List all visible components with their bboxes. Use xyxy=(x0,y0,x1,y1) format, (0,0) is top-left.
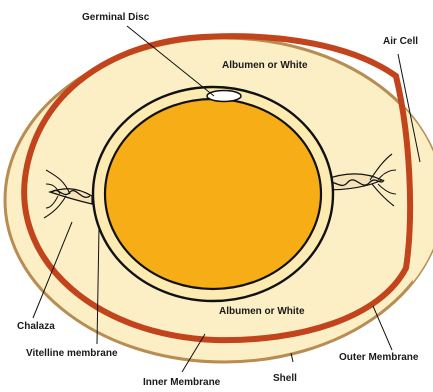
label-chalaza: Chalaza xyxy=(17,321,55,333)
label-germinal-disc: Germinal Disc xyxy=(82,12,149,24)
label-air-cell: Air Cell xyxy=(383,36,418,48)
label-outer-membrane: Outer Membrane xyxy=(339,352,418,364)
label-shell: Shell xyxy=(273,373,297,385)
yolk xyxy=(105,99,321,289)
label-vitelline-membrane: Vitelline membrane xyxy=(26,348,118,360)
germinal-disc xyxy=(207,91,241,102)
label-albumen-bottom: Albumen or White xyxy=(219,306,305,318)
label-inner-membrane: Inner Membrane xyxy=(143,377,220,389)
label-albumen-top: Albumen or White xyxy=(222,60,308,72)
